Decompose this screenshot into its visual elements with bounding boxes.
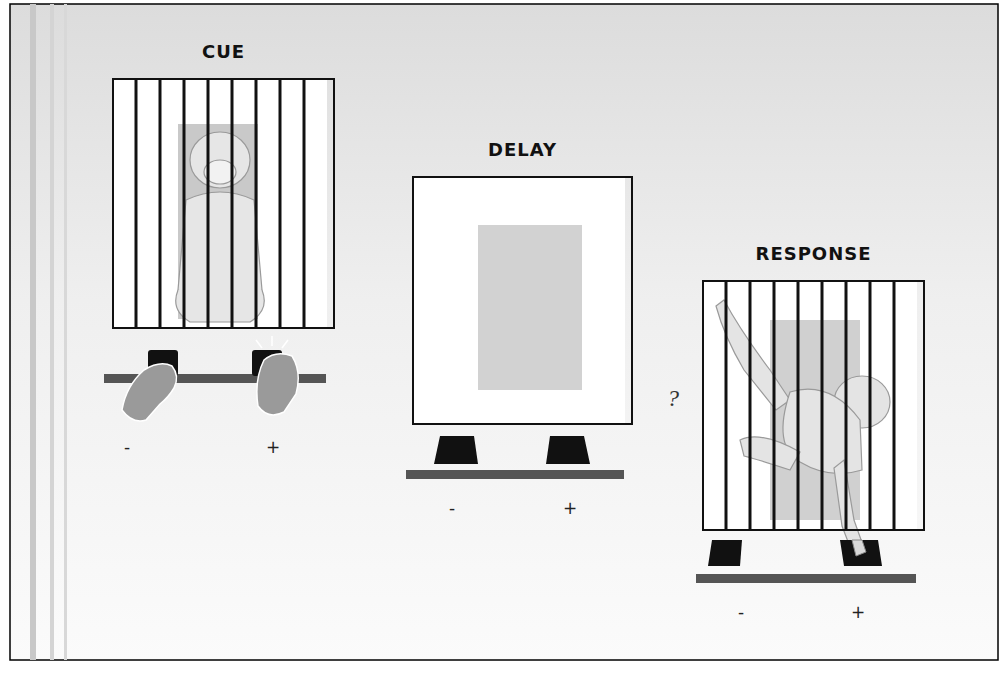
minus-sign: - [738, 602, 744, 622]
plus-sign: + [563, 498, 577, 518]
minus-sign: - [449, 498, 455, 518]
panel-frame [412, 176, 633, 425]
cue-panel-art [104, 78, 327, 421]
handwritten-mark: ? [667, 388, 679, 408]
panel-heading: CUE [112, 40, 335, 64]
delay-panel-art [406, 176, 625, 479]
minus-sign: - [124, 437, 130, 457]
plus-sign: + [266, 437, 280, 457]
edge-stripes [30, 4, 67, 660]
response-panel-art [696, 280, 917, 583]
delay-panel: DELAY [412, 138, 633, 425]
response-panel: RESPONSE [702, 242, 925, 531]
plus-sign: + [851, 602, 865, 622]
background [10, 4, 998, 660]
cue-panel: CUE [112, 40, 335, 329]
panel-frame [112, 78, 335, 329]
panel-heading: RESPONSE [702, 242, 925, 266]
panel-frame [702, 280, 925, 531]
outer-border [10, 4, 998, 660]
panel-heading: DELAY [412, 138, 633, 162]
